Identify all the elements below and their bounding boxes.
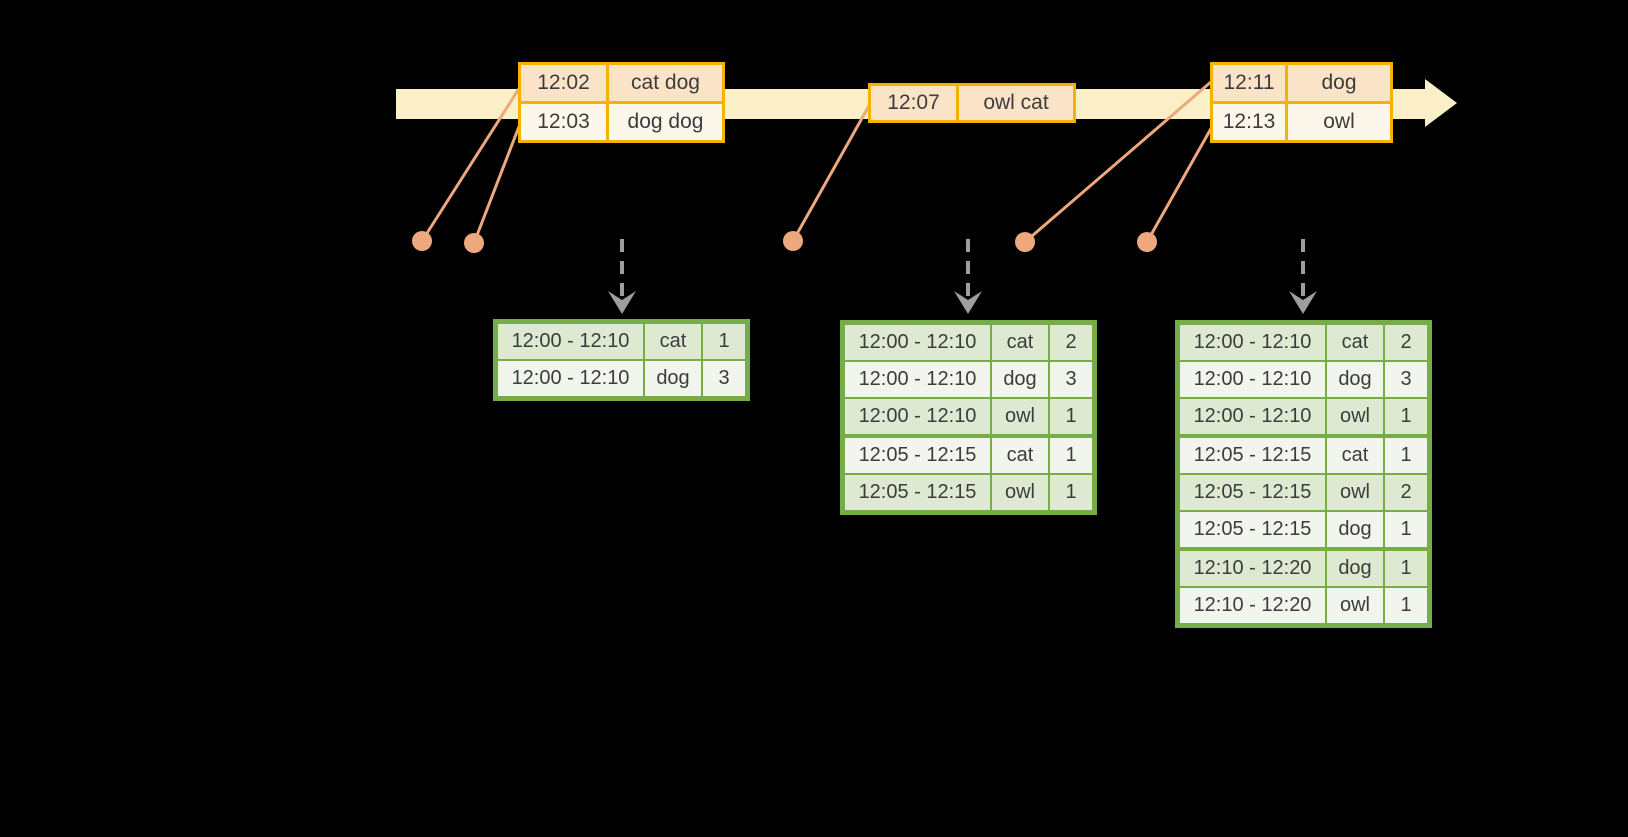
count-cell: 3 [1050,362,1092,397]
count-cell: 1 [1385,551,1427,586]
word-cell: cat [992,325,1048,360]
word-cell: dog [1327,362,1383,397]
count-cell: 1 [1050,438,1092,473]
event-row: 12:11 dog [1213,65,1390,101]
event-table: 12:07 owl cat [868,83,1076,123]
result-row: 12:05 - 12:15 owl 1 [845,475,1092,510]
count-cell: 2 [1385,325,1427,360]
event-words-cell: dog dog [609,104,722,140]
window-cell: 12:05 - 12:15 [845,438,990,473]
word-cell: dog [645,361,701,396]
event-row: 12:13 owl [1213,104,1390,140]
word-cell: cat [645,324,701,359]
count-cell: 2 [1050,325,1092,360]
window-cell: 12:00 - 12:10 [498,324,643,359]
event-words-cell: dog [1288,65,1390,101]
window-cell: 12:10 - 12:20 [1180,551,1325,586]
count-cell: 1 [1050,399,1092,434]
result-row: 12:05 - 12:15 dog 1 [1180,512,1427,547]
word-cell: cat [1327,325,1383,360]
count-cell: 3 [1385,362,1427,397]
word-cell: cat [992,438,1048,473]
event-dot [464,233,484,253]
event-table: 12:11 dog 12:13 owl [1210,62,1393,143]
count-cell: 3 [703,361,745,396]
result-row: 12:00 - 12:10 dog 3 [845,362,1092,397]
event-time-cell: 12:07 [871,86,956,120]
trigger-arrowhead-icon [608,291,636,314]
count-cell: 1 [1385,399,1427,434]
result-row: 12:00 - 12:10 dog 3 [1180,362,1427,397]
connector-line [1024,79,1213,244]
event-dot [1137,232,1157,252]
result-row: 12:05 - 12:15 cat 1 [845,438,1092,473]
window-cell: 12:00 - 12:10 [1180,325,1325,360]
count-cell: 1 [1385,512,1427,547]
count-cell: 2 [1385,475,1427,510]
result-row: 12:00 - 12:10 owl 1 [845,399,1092,434]
event-dot [412,231,432,251]
result-table: 12:00 - 12:10 cat 1 12:00 - 12:10 dog 3 [493,319,750,401]
event-row: 12:07 owl cat [871,86,1073,120]
event-table: 12:02 cat dog 12:03 dog dog [518,62,725,143]
word-cell: owl [1327,399,1383,434]
window-cell: 12:10 - 12:20 [1180,588,1325,623]
window-cell: 12:00 - 12:10 [1180,399,1325,434]
count-cell: 1 [1385,588,1427,623]
result-table: 12:00 - 12:10 cat 2 12:00 - 12:10 dog 3 … [840,320,1097,515]
event-words-cell: owl cat [959,86,1073,120]
window-cell: 12:00 - 12:10 [845,362,990,397]
connector-line [1145,124,1215,243]
result-row: 12:00 - 12:10 cat 1 [498,324,745,359]
event-time-cell: 12:02 [521,65,606,101]
window-cell: 12:00 - 12:10 [845,399,990,434]
result-row: 12:00 - 12:10 cat 2 [1180,325,1427,360]
result-row: 12:05 - 12:15 owl 2 [1180,475,1427,510]
event-time-cell: 12:13 [1213,104,1285,140]
window-cell: 12:05 - 12:15 [1180,475,1325,510]
count-cell: 1 [1050,475,1092,510]
event-words-cell: owl [1288,104,1390,140]
connector-line [472,123,522,244]
result-row: 12:05 - 12:15 cat 1 [1180,438,1427,473]
word-cell: dog [992,362,1048,397]
time-axis-arrowhead-icon [1425,79,1457,127]
count-cell: 1 [1385,438,1427,473]
result-row: 12:00 - 12:10 owl 1 [1180,399,1427,434]
event-row: 12:03 dog dog [521,104,722,140]
window-cell: 12:00 - 12:10 [1180,362,1325,397]
result-row: 12:10 - 12:20 dog 1 [1180,551,1427,586]
window-cell: 12:00 - 12:10 [498,361,643,396]
event-time-cell: 12:03 [521,104,606,140]
word-cell: dog [1327,551,1383,586]
event-dot [1015,232,1035,252]
word-cell: owl [992,399,1048,434]
window-cell: 12:05 - 12:15 [1180,438,1325,473]
word-cell: owl [992,475,1048,510]
connector-line [791,103,872,242]
window-cell: 12:05 - 12:15 [1180,512,1325,547]
count-cell: 1 [703,324,745,359]
result-row: 12:00 - 12:10 dog 3 [498,361,745,396]
trigger-arrowhead-icon [954,291,982,314]
event-words-cell: cat dog [609,65,722,101]
result-row: 12:00 - 12:10 cat 2 [845,325,1092,360]
word-cell: dog [1327,512,1383,547]
event-dot [783,231,803,251]
trigger-arrowhead-icon [1289,291,1317,314]
event-time-cell: 12:11 [1213,65,1285,101]
connector-line [420,86,522,242]
window-cell: 12:05 - 12:15 [845,475,990,510]
word-cell: owl [1327,588,1383,623]
result-table: 12:00 - 12:10 cat 2 12:00 - 12:10 dog 3 … [1175,320,1432,628]
word-cell: owl [1327,475,1383,510]
window-cell: 12:00 - 12:10 [845,325,990,360]
result-row: 12:10 - 12:20 owl 1 [1180,588,1427,623]
word-cell: cat [1327,438,1383,473]
event-row: 12:02 cat dog [521,65,722,101]
